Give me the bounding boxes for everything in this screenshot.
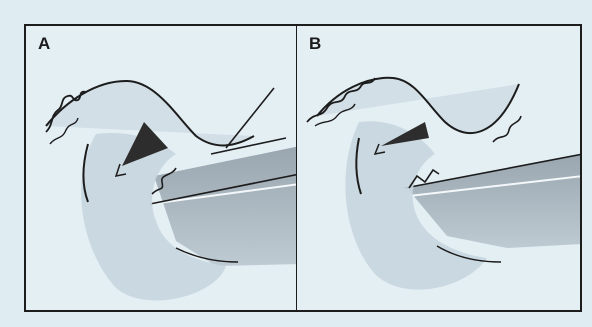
panel-a: A [24,24,298,312]
panel-b: B [296,24,582,312]
drawing-b [297,26,582,312]
lower-shaded-structure-b [407,154,582,248]
drawing-a [26,26,298,312]
upper-arch-b [317,78,519,133]
